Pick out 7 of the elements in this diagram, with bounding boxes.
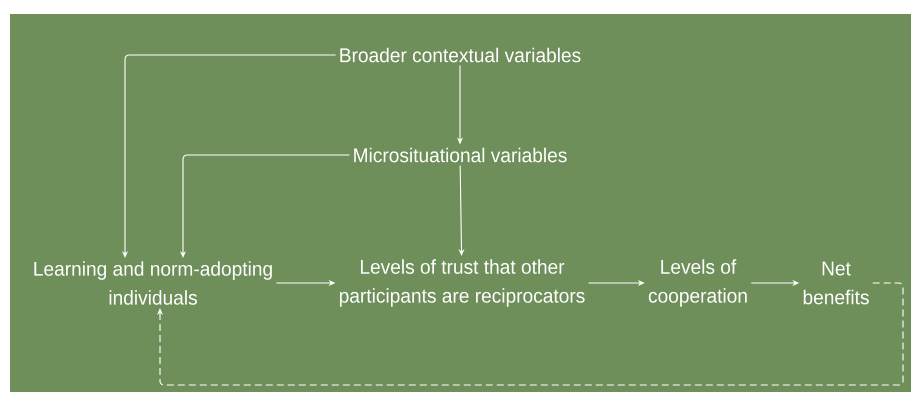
text-label: Microsituational variables [354,148,567,162]
text-label: Learning and norm-adopting individuals [34,261,272,305]
text-label: Levels of trust that other participants are reciprocators [340,259,585,307]
text-label: Broader contextual variables [340,48,580,62]
text-label: Net benefits [804,262,869,304]
text-label: Levels of cooperation [648,259,747,307]
dashed-arrow [156,282,904,386]
